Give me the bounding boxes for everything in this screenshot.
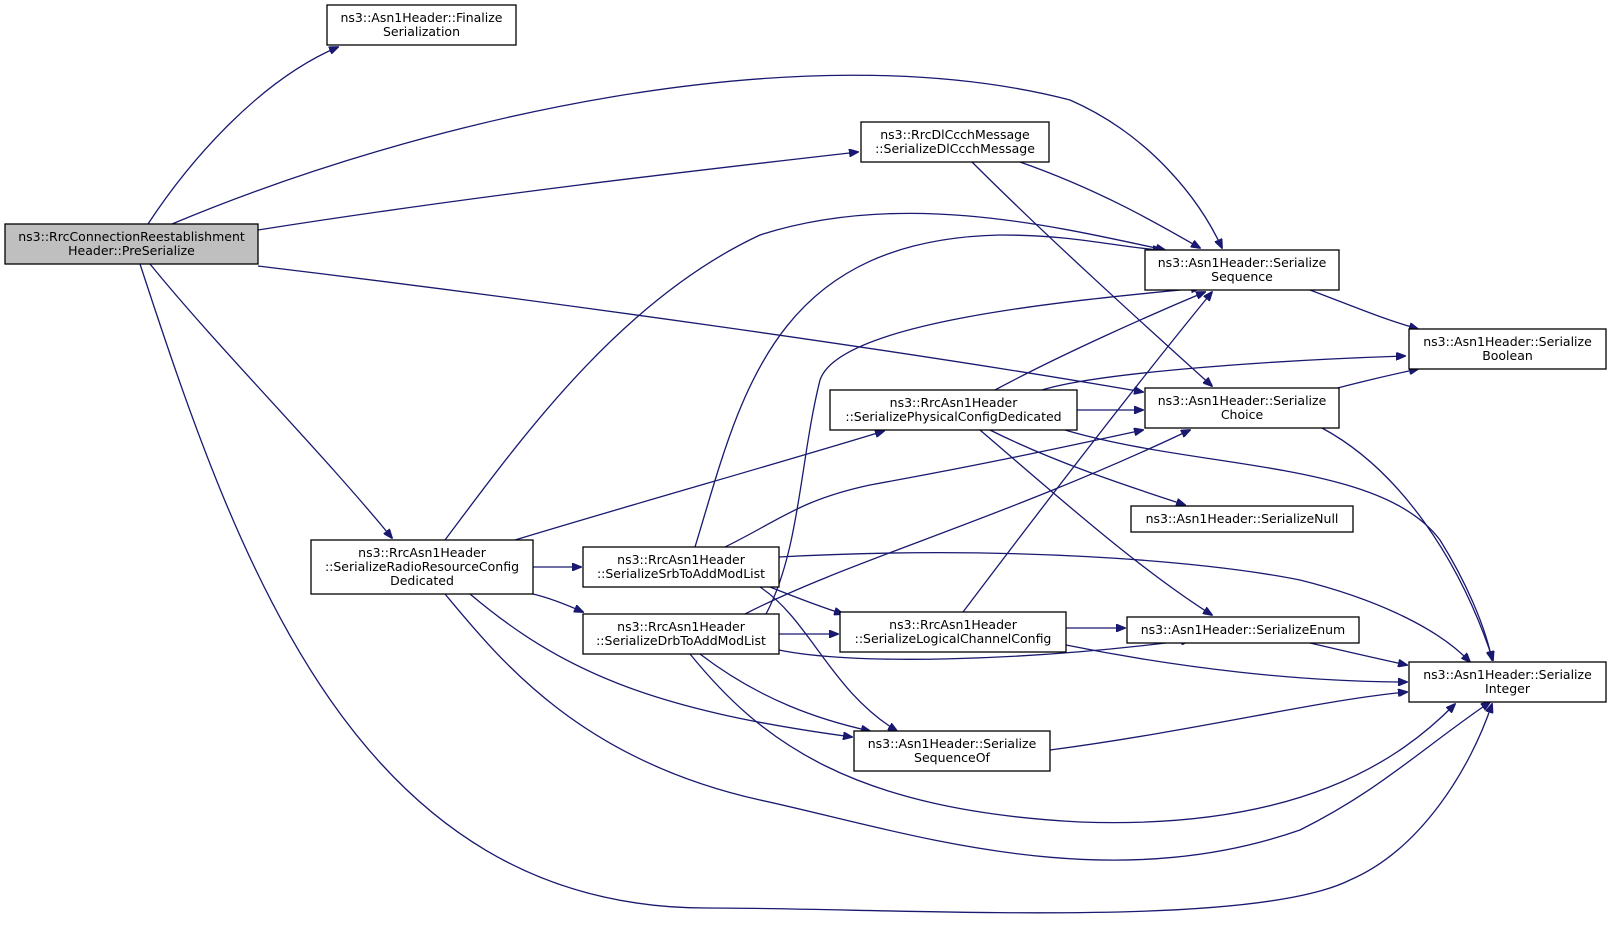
edge-choice-to-bool: [1329, 369, 1418, 391]
node-label-line: Choice: [1221, 407, 1264, 422]
edge-pre-to-int: [139, 263, 1492, 914]
edge-drb-to-seqof: [699, 653, 870, 731]
node-label-line: Dedicated: [390, 573, 454, 588]
node-label-line: ::SerializeSrbToAddModList: [597, 566, 765, 581]
node-box: [1130, 505, 1354, 533]
edge-lcc-to-int: [1065, 644, 1407, 682]
node-box: [4, 223, 259, 265]
edge-lcc-to-seq: [962, 292, 1212, 613]
edge-srb-to-int: [778, 552, 1470, 662]
node-box: [839, 611, 1067, 653]
edge-pre-to-seq: [171, 74, 1222, 248]
edge-rrcd-to-int: [444, 593, 1490, 861]
node-drb[interactable]: ns3::RrcAsn1Header::SerializeDrbToAddMod…: [582, 613, 780, 655]
edge-dlccch-to-seq: [1019, 161, 1200, 248]
edge-pre-to-choice: [257, 265, 1143, 392]
node-label-line: ns3::Asn1Header::SerializeEnum: [1141, 622, 1345, 637]
node-box: [1144, 249, 1340, 291]
edge-phys-to-int: [1064, 429, 1492, 660]
node-srb[interactable]: ns3::RrcAsn1Header::SerializeSrbToAddMod…: [582, 546, 780, 588]
edge-phys-to-null: [989, 429, 1185, 505]
edge-rrcd-to-phys: [514, 431, 884, 541]
edge-rrcd-to-seq: [444, 212, 1165, 541]
edge-seqof-to-int: [1049, 692, 1407, 751]
node-label-line: ns3::RrcConnectionReestablishment: [18, 229, 245, 244]
node-label-line: Integer: [1485, 681, 1531, 696]
node-box: [1408, 328, 1607, 370]
node-lcc[interactable]: ns3::RrcAsn1Header::SerializeLogicalChan…: [839, 611, 1067, 653]
edge-drb-to-choice: [744, 430, 1190, 615]
edge-drb-to-int: [689, 653, 1455, 824]
edge-drb-to-enum: [778, 640, 1190, 660]
node-label-line: ::SerializeRadioResourceConfig: [325, 559, 519, 574]
node-label-line: ns3::Asn1Header::Serialize: [1423, 667, 1592, 682]
edge-srb-to-choice: [724, 430, 1143, 548]
node-box: [1126, 616, 1360, 644]
node-label-line: ns3::RrcAsn1Header: [889, 617, 1018, 632]
edge-phys-to-enum: [979, 429, 1212, 615]
edge-phys-to-seq: [994, 292, 1205, 391]
node-label-line: ns3::RrcAsn1Header: [890, 395, 1019, 410]
node-label-line: Header::PreSerialize: [68, 243, 195, 258]
node-box: [310, 539, 534, 595]
node-rrcd[interactable]: ns3::RrcAsn1Header::SerializeRadioResour…: [310, 539, 534, 595]
node-label-line: ns3::RrcAsn1Header: [617, 552, 746, 567]
node-box: [582, 546, 780, 588]
node-label-line: ns3::Asn1Header::Serialize: [868, 736, 1037, 751]
edge-rrcd-to-seqof: [469, 593, 852, 737]
node-box: [582, 613, 780, 655]
node-pre[interactable]: ns3::RrcConnectionReestablishmentHeader:…: [4, 223, 259, 265]
node-null[interactable]: ns3::Asn1Header::SerializeNull: [1130, 505, 1354, 533]
node-label-line: Serialization: [383, 24, 460, 39]
node-box: [1408, 661, 1607, 703]
node-label-line: ns3::Asn1Header::Serialize: [1158, 255, 1327, 270]
node-label-line: Boolean: [1482, 348, 1533, 363]
edge-seq-to-bool: [1309, 289, 1418, 329]
node-dlccch[interactable]: ns3::RrcDlCcchMessage::SerializeDlCcchMe…: [860, 121, 1050, 163]
node-phys[interactable]: ns3::RrcAsn1Header::SerializePhysicalCon…: [829, 389, 1078, 431]
node-label-line: ns3::RrcAsn1Header: [358, 545, 487, 560]
edges-layer: [139, 47, 1493, 914]
nodes-layer: ns3::RrcConnectionReestablishmentHeader:…: [4, 4, 1607, 772]
node-label-line: ns3::Asn1Header::Serialize: [1423, 334, 1592, 349]
node-box: [326, 4, 517, 46]
node-label-line: Sequence: [1211, 269, 1273, 284]
edge-rrcd-to-drb: [532, 593, 583, 612]
node-label-line: ::SerializeDrbToAddModList: [596, 633, 766, 648]
node-label-line: ns3::Asn1Header::Serialize: [1158, 393, 1327, 408]
node-box: [860, 121, 1050, 163]
edge-pre-to-dlccch: [257, 152, 858, 231]
node-label-line: ns3::Asn1Header::SerializeNull: [1146, 511, 1339, 526]
edge-pre-to-rrcd: [149, 263, 392, 538]
node-label-line: ::SerializeDlCcchMessage: [875, 141, 1035, 156]
node-box: [1144, 387, 1340, 429]
node-label-line: ns3::RrcAsn1Header: [617, 619, 746, 634]
node-enum[interactable]: ns3::Asn1Header::SerializeEnum: [1126, 616, 1360, 644]
node-label-line: ns3::RrcDlCcchMessage: [880, 127, 1030, 142]
node-box: [853, 730, 1051, 772]
edge-phys-to-bool: [1041, 356, 1405, 391]
node-label-line: ::SerializeLogicalChannelConfig: [855, 631, 1052, 646]
edge-srb-to-seq: [694, 234, 1162, 548]
edge-srb-to-lcc: [769, 586, 843, 614]
node-label-line: ::SerializePhysicalConfigDedicated: [845, 409, 1061, 424]
node-box: [829, 389, 1078, 431]
edge-dlccch-to-choice: [971, 161, 1212, 386]
edge-drb-to-seq: [765, 288, 1200, 615]
node-label-line: ns3::Asn1Header::Finalize: [341, 10, 503, 25]
node-label-line: SequenceOf: [914, 750, 990, 765]
edge-choice-to-int: [1321, 427, 1493, 660]
edge-pre-to-fin: [147, 47, 338, 225]
edge-enum-to-int: [1309, 642, 1407, 665]
